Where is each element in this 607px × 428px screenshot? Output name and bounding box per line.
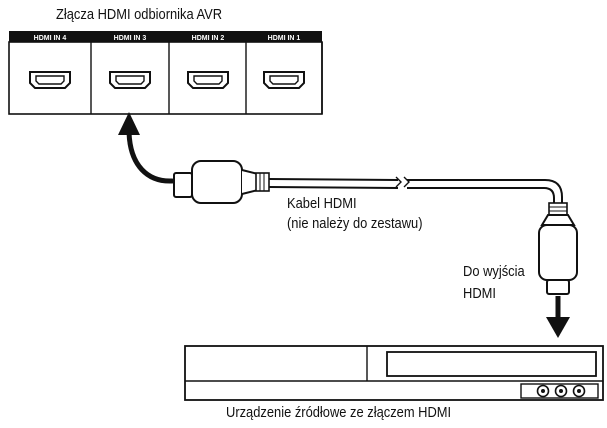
hdmi-cable	[268, 176, 563, 204]
cable-label-line2: (nie należy do zestawu)	[287, 215, 423, 232]
hdmi-port-in2	[187, 71, 229, 89]
port-label-in3: HDMI IN 3	[114, 35, 147, 42]
source-device	[184, 345, 604, 401]
arrow-to-hdmi-in3	[118, 112, 175, 184]
hdmi-plug-left	[173, 160, 270, 204]
rca-jack-3	[572, 384, 586, 398]
rca-jack-2	[554, 384, 568, 398]
arrow-to-source-device	[546, 296, 570, 338]
port-label-in1: HDMI IN 1	[268, 35, 301, 42]
output-label-line2: HDMI	[463, 285, 496, 302]
hdmi-plug-right	[538, 202, 578, 295]
hdmi-port-in4	[29, 71, 71, 89]
hdmi-port-in1	[263, 71, 305, 89]
avr-hdmi-panel	[8, 31, 323, 115]
output-label-line1: Do wyjścia	[463, 263, 525, 280]
port-label-in4: HDMI IN 4	[34, 35, 67, 42]
port-label-in2: HDMI IN 2	[192, 35, 225, 42]
cable-label-line1: Kabel HDMI	[287, 195, 357, 212]
source-device-caption: Urządzenie źródłowe ze złączem HDMI	[226, 404, 452, 421]
avr-panel-title: Złącza HDMI odbiornika AVR	[56, 6, 223, 23]
hdmi-port-in3	[109, 71, 151, 89]
rca-jack-1	[536, 384, 550, 398]
